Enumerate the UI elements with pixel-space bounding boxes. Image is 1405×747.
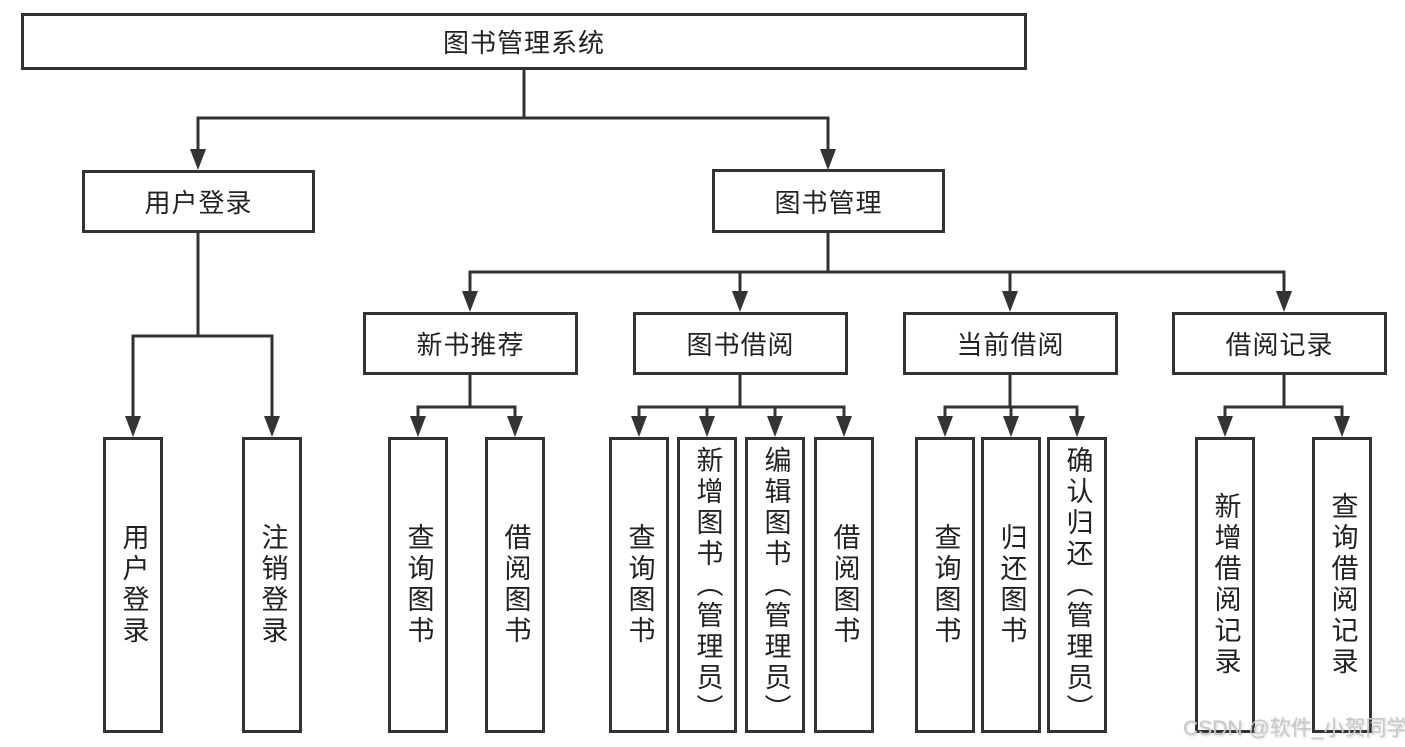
leaf-query-book: 查询图书 [915,437,975,733]
leaf-user-login: 用户登录 [103,437,163,733]
leaf-label: 借阅图书 [829,523,860,647]
leaf-query-borrow-record: 查询借阅记录 [1312,437,1372,733]
leaf-label: 新增图书（管理员） [692,445,723,725]
leaf-add-book-admin: 新增图书（管理员） [677,437,737,733]
leaf-label: 归还图书 [996,523,1027,647]
node-current-borrow: 当前借阅 [903,312,1118,375]
leaf-borrow-book: 借阅图书 [814,437,874,733]
node-label: 借阅记录 [1225,330,1334,360]
leaf-label: 查询图书 [403,523,434,647]
node-book-management: 图书管理 [712,169,945,233]
node-root-label: 图书管理系统 [442,28,605,58]
leaf-label: 新增借阅记录 [1210,492,1241,678]
leaf-label: 查询图书 [930,523,961,647]
leaf-label: 查询图书 [624,523,655,647]
node-user-login-label: 用户登录 [144,188,253,218]
watermark: CSDN @软件_小贺同学 [1183,717,1405,740]
leaf-label: 查询借阅记录 [1327,492,1358,678]
node-book-borrow: 图书借阅 [633,312,848,375]
node-label: 新书推荐 [416,330,525,360]
node-book-management-label: 图书管理 [774,187,883,218]
leaf-logout: 注销登录 [242,437,302,733]
leaf-borrow-book: 借阅图书 [485,437,545,733]
leaf-add-borrow-record: 新增借阅记录 [1195,437,1255,733]
leaf-query-book: 查询图书 [609,437,669,733]
leaf-query-book: 查询图书 [388,437,448,733]
leaf-label: 确认归还（管理员） [1062,445,1093,725]
node-label: 图书借阅 [686,330,795,360]
leaf-label: 注销登录 [257,523,288,647]
leaf-confirm-return-admin: 确认归还（管理员） [1047,437,1107,733]
node-user-login: 用户登录 [82,170,315,233]
leaf-label: 用户登录 [118,523,149,647]
node-new-book-recommend: 新书推荐 [363,312,578,375]
arrowhead-icons [125,149,1350,437]
leaf-return-book: 归还图书 [981,437,1041,733]
leaf-label: 编辑图书（管理员） [760,445,791,725]
leaf-label: 借阅图书 [500,523,531,647]
node-label: 当前借阅 [956,330,1065,360]
node-borrow-records: 借阅记录 [1172,312,1387,375]
leaf-edit-book-admin: 编辑图书（管理员） [745,437,805,733]
node-root: 图书管理系统 [21,13,1027,70]
